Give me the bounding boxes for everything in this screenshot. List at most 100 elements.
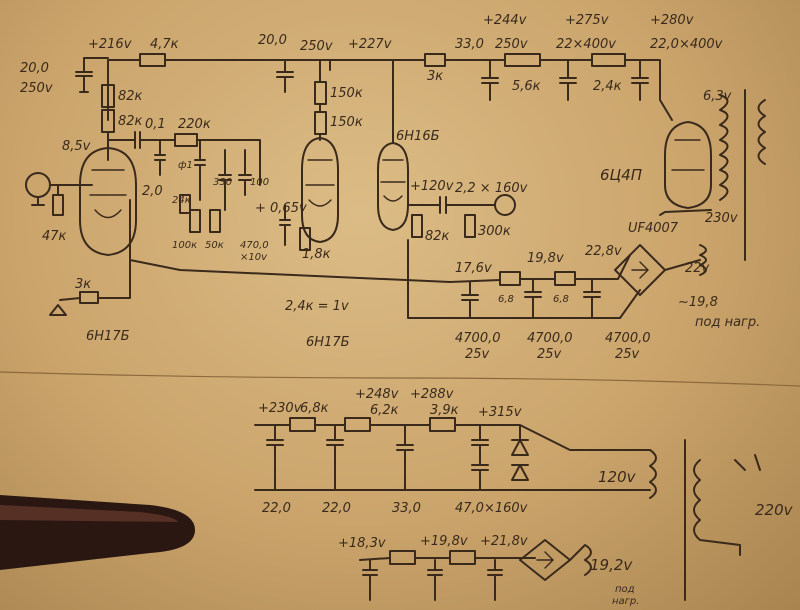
voltage-label: 6,3v (703, 89, 732, 104)
tube-label: 6Н17Б (306, 335, 350, 350)
tube-label: 6Н16Б (396, 129, 440, 144)
res-3-9k (429, 417, 456, 432)
cap-47 (471, 424, 489, 491)
mains-switch (734, 454, 761, 471)
voltage-label: 230v (705, 211, 738, 226)
cap-rail2 (481, 59, 499, 101)
res-150k-a (314, 81, 327, 105)
res-220k (174, 133, 198, 147)
voltage-label: +18,3v (338, 536, 386, 551)
wire (196, 139, 261, 186)
cap-label: 25v (615, 347, 640, 362)
cap-0-1 (107, 131, 176, 149)
res-label: 24к (172, 195, 191, 206)
res-h2-a (389, 550, 416, 565)
cap-h2-a (362, 559, 378, 601)
tube-6c4p-elements (671, 139, 705, 171)
note-label: нагр. (612, 596, 639, 607)
res-label: 3к (75, 277, 91, 292)
rail-voltage: +248v (355, 387, 399, 402)
voltage-label: 19,8v (527, 251, 564, 266)
cap-100 (238, 149, 252, 196)
pot-50k (209, 209, 221, 233)
tube-left-elements (89, 169, 127, 219)
res-label: 1,8к (302, 247, 331, 262)
bridge-diode-icon (631, 261, 649, 279)
heater-winding (664, 244, 707, 276)
res-label: 150к (330, 86, 363, 101)
res-label: 3к (427, 69, 443, 84)
cap-label: 4700,0 (527, 331, 573, 346)
res-label: 82к (118, 89, 143, 104)
mains-primary (693, 459, 741, 556)
res-1-8k (299, 227, 311, 251)
res-47k (52, 194, 64, 216)
res-h2-b (449, 550, 476, 565)
cap-330 (218, 149, 232, 211)
res-3k (424, 53, 446, 67)
tube-left (79, 147, 137, 256)
paper-fold (0, 371, 800, 387)
cap-22-a (266, 424, 284, 491)
res-label: 100к (172, 240, 197, 251)
voltage-label: +19,8v (420, 534, 468, 549)
cap-rail1 (276, 59, 294, 93)
res-6-2k (344, 417, 371, 432)
cap-label: 2,2 × 160v (455, 181, 528, 196)
res-label: 4,7к (150, 37, 179, 52)
rail-voltage: +227v (348, 37, 392, 52)
cap-label: 25v (465, 347, 490, 362)
res-82k-out (411, 214, 423, 238)
res-label: 2,4к (593, 79, 622, 94)
cap-label: 250v (495, 37, 528, 52)
rail-voltage: +315v (478, 405, 522, 420)
tube-label: 6Ц4П (600, 166, 642, 184)
bridge-rectifier-2 (519, 539, 571, 581)
cap-33 (396, 424, 414, 491)
rail-voltage: +244v (483, 13, 527, 28)
res-label: 150к (330, 115, 363, 130)
cap-label: 250v (300, 39, 333, 54)
cap-label: 33,0 (392, 501, 421, 516)
voltage-label: + 0,65v (255, 201, 307, 216)
cap-2-0 (154, 139, 166, 176)
wire (574, 254, 631, 280)
cap-label: 4700,0 (455, 331, 501, 346)
res-label: 47к (42, 229, 67, 244)
cap-h2-b (427, 559, 443, 601)
cap-label: 33,0 (455, 37, 484, 52)
rail-voltage: +230v (258, 401, 302, 416)
cap-label: 47,0×160v (455, 501, 528, 516)
winding-120 (649, 449, 657, 499)
cap-label: 330 (213, 177, 232, 188)
res-label: 50к (205, 240, 224, 251)
heater-return (407, 239, 641, 319)
res-3k-led (79, 291, 99, 304)
rail-voltage: +216v (88, 37, 132, 52)
res-6-8-b (554, 271, 576, 286)
cap-label: 0,1 (145, 117, 166, 132)
pen-object (0, 495, 195, 570)
wire (659, 209, 712, 216)
output-jack-icon (494, 194, 516, 216)
ground (31, 196, 45, 206)
voltage-label: +21,8v (480, 534, 528, 549)
heater-wire (129, 199, 501, 283)
rail-voltage: +275v (565, 13, 609, 28)
voltage-label: 120v (598, 468, 637, 486)
voltage-label: 8,5v (62, 139, 91, 154)
cap-label: 22,0×400v (650, 37, 723, 52)
note-label: под (615, 584, 635, 595)
voltage-label: 19,2v (590, 556, 633, 574)
res-300k (464, 214, 476, 238)
voltage-label: 22,8v (585, 244, 622, 259)
res-label: 300к (478, 224, 511, 239)
cap-label: 20,0 (20, 61, 49, 76)
res-150k-b (314, 111, 327, 135)
tube-label: 6Н17Б (86, 329, 130, 344)
rail-voltage: +288v (410, 387, 454, 402)
tube-6n16b-elements (380, 159, 406, 202)
res-label: 82к (425, 229, 450, 244)
